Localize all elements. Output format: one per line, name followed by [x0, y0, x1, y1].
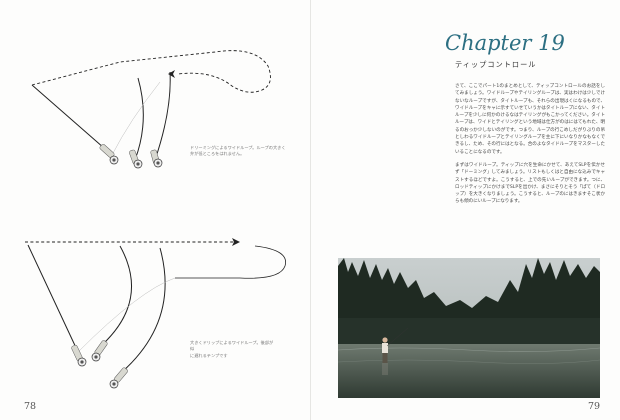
fishing-photo: [338, 258, 600, 398]
reel-icon: [91, 340, 108, 362]
line-path-dashed: [31, 50, 271, 93]
gutter: [310, 0, 311, 420]
diagram-caption: 大きくドリップによるワイドループ。後部が似 に遅れるテンプです: [190, 340, 274, 358]
rod-right: [154, 71, 171, 161]
body-paragraph: さて、ここでパート1のまとめとして、ティップコントロールのお話をしてみましょう。…: [455, 84, 605, 155]
rod-middle: [101, 245, 133, 346]
rod-left: [27, 244, 79, 353]
reel-icon: [71, 344, 87, 367]
page-number-left: 78: [24, 401, 37, 412]
diagram-wide-loop-doming: [31, 50, 271, 169]
line-loop: [175, 245, 287, 279]
angler-figure: [382, 327, 409, 363]
chapter-subtitle: ティップコントロール: [455, 60, 537, 69]
diagram-wide-loop-drop: [25, 238, 287, 389]
chapter-title: Chapter 19: [445, 31, 565, 55]
rod-arc: [111, 81, 161, 156]
rod-arc: [77, 277, 176, 353]
reel-icon: [150, 149, 163, 168]
fly-icon: [168, 70, 175, 78]
rod-middle: [134, 77, 144, 161]
page-number-right: 79: [588, 401, 601, 412]
body-paragraph: まずはワイドループ。ティップに穴を生命にかせて、あえてSLPを伝かせず「ドーミン…: [455, 162, 605, 205]
body-text: さて、ここでパート1のまとめとして、ティップコントロールのお話をしてみましょう。…: [455, 83, 605, 212]
rod-left: [31, 84, 113, 156]
diagram-caption: ドリーミングによるワイドループ。ループの大きく 弁が低ところをはれません。: [190, 145, 286, 157]
reel-icon: [99, 143, 119, 165]
reel-icon: [129, 149, 143, 169]
fly-icon: [232, 238, 240, 246]
rod-right: [121, 247, 166, 373]
fly-cast-diagrams: [25, 50, 287, 389]
reel-icon: [109, 367, 128, 389]
